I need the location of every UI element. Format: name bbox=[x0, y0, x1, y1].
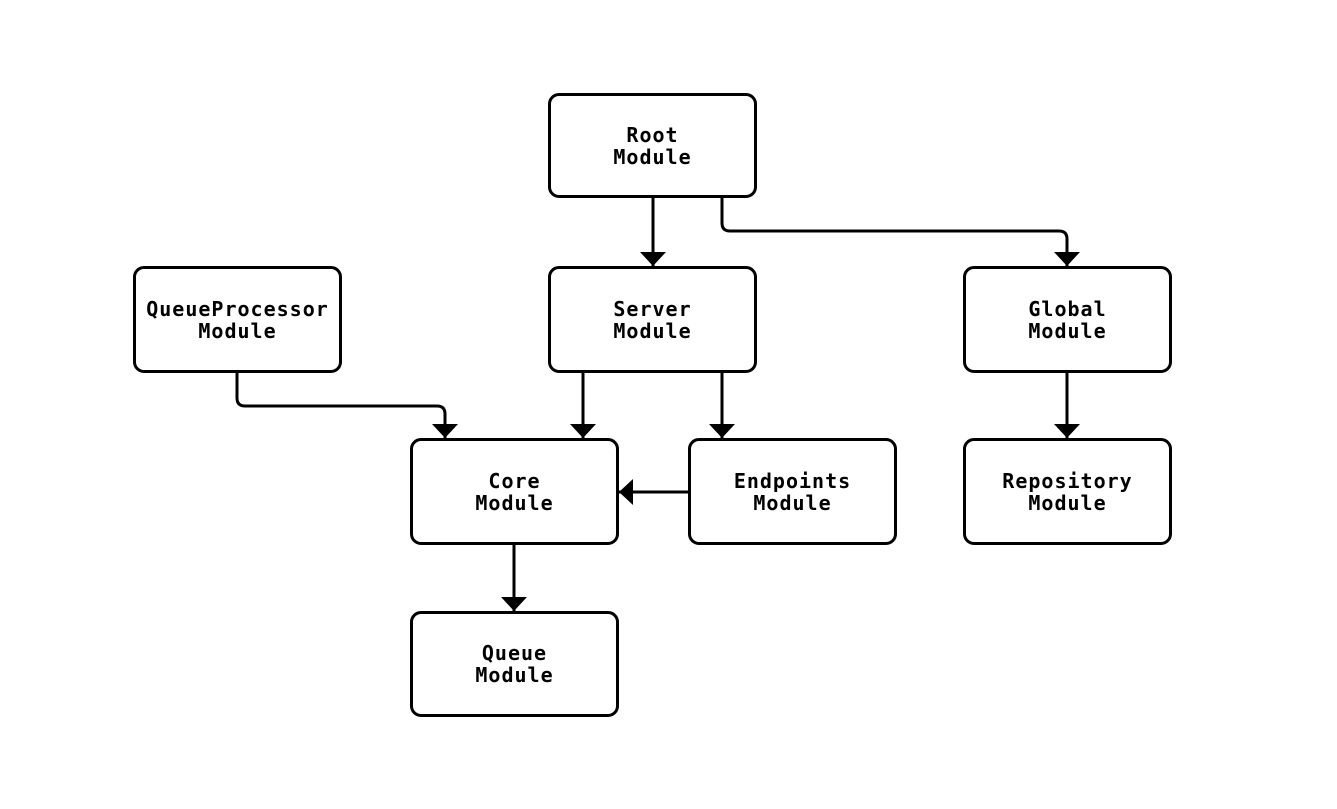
arrowhead-icon bbox=[709, 424, 735, 438]
node-label-line: Global bbox=[1028, 296, 1107, 321]
edge-endpoints-module-to-core-module bbox=[619, 479, 688, 505]
node-label-line: Server bbox=[613, 296, 692, 321]
arrowhead-icon bbox=[501, 597, 527, 611]
node-label-line: Module bbox=[475, 663, 554, 687]
node-label-line: Queue bbox=[481, 641, 548, 665]
node-label-line: Module bbox=[1028, 490, 1107, 515]
node-label-line: Module bbox=[1028, 318, 1107, 343]
edge-root-module-to-global-module bbox=[720, 198, 1080, 266]
node-label-line: Core bbox=[488, 468, 541, 493]
node-label-line: Module bbox=[613, 144, 692, 169]
node-label-line: Module bbox=[475, 490, 554, 515]
node-label-line: Module bbox=[198, 318, 277, 343]
edge-global-module-to-repository-module bbox=[1054, 373, 1080, 438]
node-label-line: Root bbox=[626, 122, 679, 147]
arrowhead-icon bbox=[640, 252, 666, 266]
arrowhead-icon bbox=[1054, 424, 1080, 438]
arrowhead-icon bbox=[570, 424, 596, 438]
arrowhead-icon bbox=[1054, 252, 1080, 266]
node-label-line: Module bbox=[753, 490, 832, 515]
node-label-line: QueueProcessor bbox=[146, 296, 329, 321]
node-label-line: Repository bbox=[1002, 468, 1133, 493]
arrowhead-icon bbox=[619, 479, 633, 505]
edge-queueprocessor-module-to-core-module bbox=[235, 373, 458, 438]
arrowhead-icon bbox=[432, 424, 458, 438]
edge-server-module-to-endpoints-module bbox=[709, 373, 735, 438]
node-label-line: Endpoints bbox=[733, 468, 852, 493]
edge-core-module-to-queue-module bbox=[501, 545, 527, 611]
edge-server-module-to-core-module bbox=[570, 373, 596, 438]
edge-root-module-to-server-module bbox=[640, 198, 666, 266]
node-label-line: Module bbox=[613, 318, 692, 343]
